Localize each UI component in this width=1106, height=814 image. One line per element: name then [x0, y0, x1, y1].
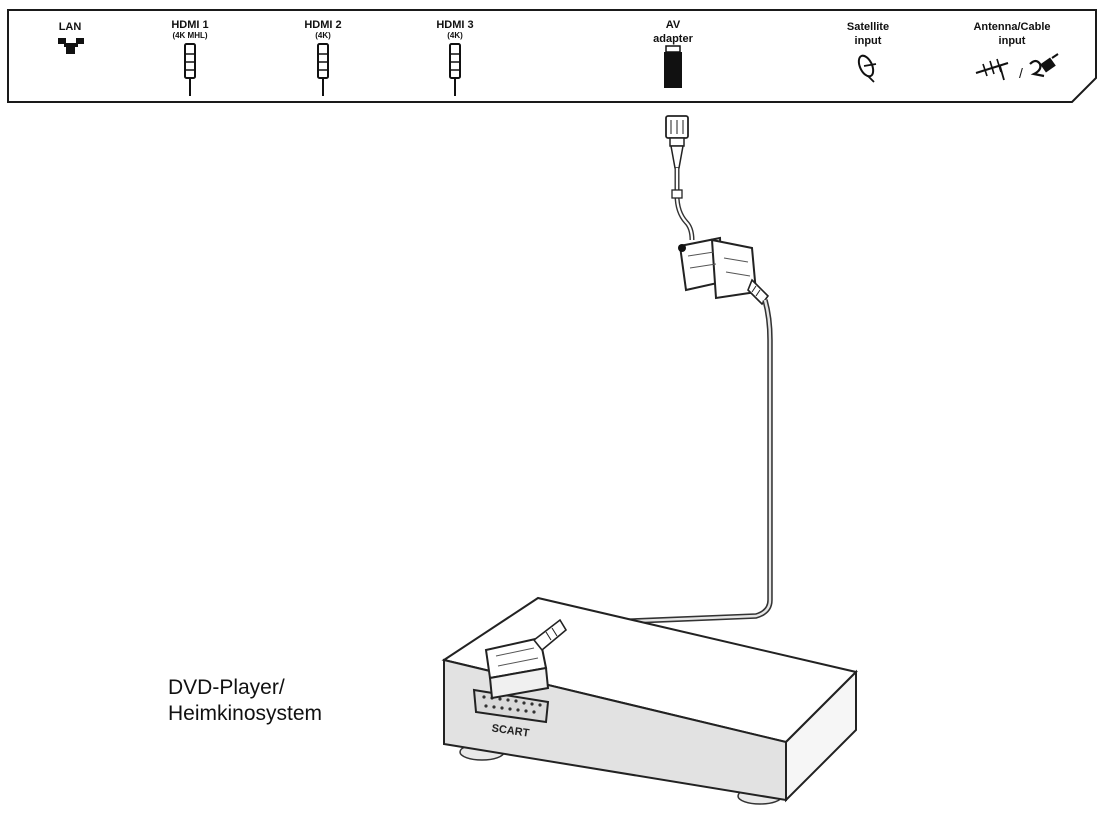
port-label-antenna: Antenna/Cable [973, 21, 1050, 33]
port-label-hdmi-1: HDMI 1 [171, 19, 208, 31]
scart-plug-upper [678, 236, 770, 306]
port-label-lan: LAN [59, 21, 82, 33]
av-mini-plug [665, 115, 689, 169]
port-hdmi-1: HDMI 1 (4K MHL) [171, 19, 209, 96]
port-satellite-input: Satellite input [847, 21, 889, 83]
port-label-hdmi-3: HDMI 3 [436, 19, 473, 31]
port-sublabel-hdmi-1: (4K MHL) [172, 31, 207, 40]
coax-plug-icon [1029, 53, 1059, 78]
port-antenna-cable-input: Antenna/Cable input / [973, 21, 1059, 81]
port-label-av: AV [666, 19, 681, 31]
port-hdmi-3: HDMI 3 (4K) [436, 19, 474, 96]
hdmi-plug-icon [317, 43, 329, 96]
hdmi-plug-icon [449, 43, 461, 96]
port-label-satellite: Satellite [847, 21, 889, 33]
port-sublabel-hdmi-3: (4K) [447, 31, 463, 40]
device-label-line-1: DVD-Player/ [168, 676, 285, 699]
satellite-dish-icon [857, 54, 877, 83]
tv-connector-panel [7, 9, 1097, 103]
antenna-cable-separator: / [1019, 65, 1023, 81]
scart-plug-lower [484, 618, 568, 700]
port-label-hdmi-2: HDMI 2 [304, 19, 341, 31]
av-to-scart-cable [559, 115, 773, 627]
port-sublabel-av: adapter [653, 33, 693, 45]
device-label-line-2: Heimkinosystem [168, 702, 322, 725]
port-lan: LAN [58, 21, 84, 54]
port-sublabel-antenna: input [999, 35, 1026, 47]
dvd-player-device: SCART [441, 596, 858, 805]
device-label: DVD-Player/ Heimkinosystem [168, 676, 322, 725]
port-av-adapter: AV adapter [653, 19, 694, 88]
scart-label: SCART [491, 722, 530, 739]
network-icon [58, 38, 84, 54]
port-sublabel-hdmi-2: (4K) [315, 31, 331, 40]
antenna-icon [975, 58, 1009, 81]
port-hdmi-2: HDMI 2 (4K) [304, 19, 342, 96]
hdmi-plug-icon [184, 43, 196, 96]
av-adapter-icon [664, 45, 682, 88]
port-sublabel-satellite: input [855, 35, 882, 47]
